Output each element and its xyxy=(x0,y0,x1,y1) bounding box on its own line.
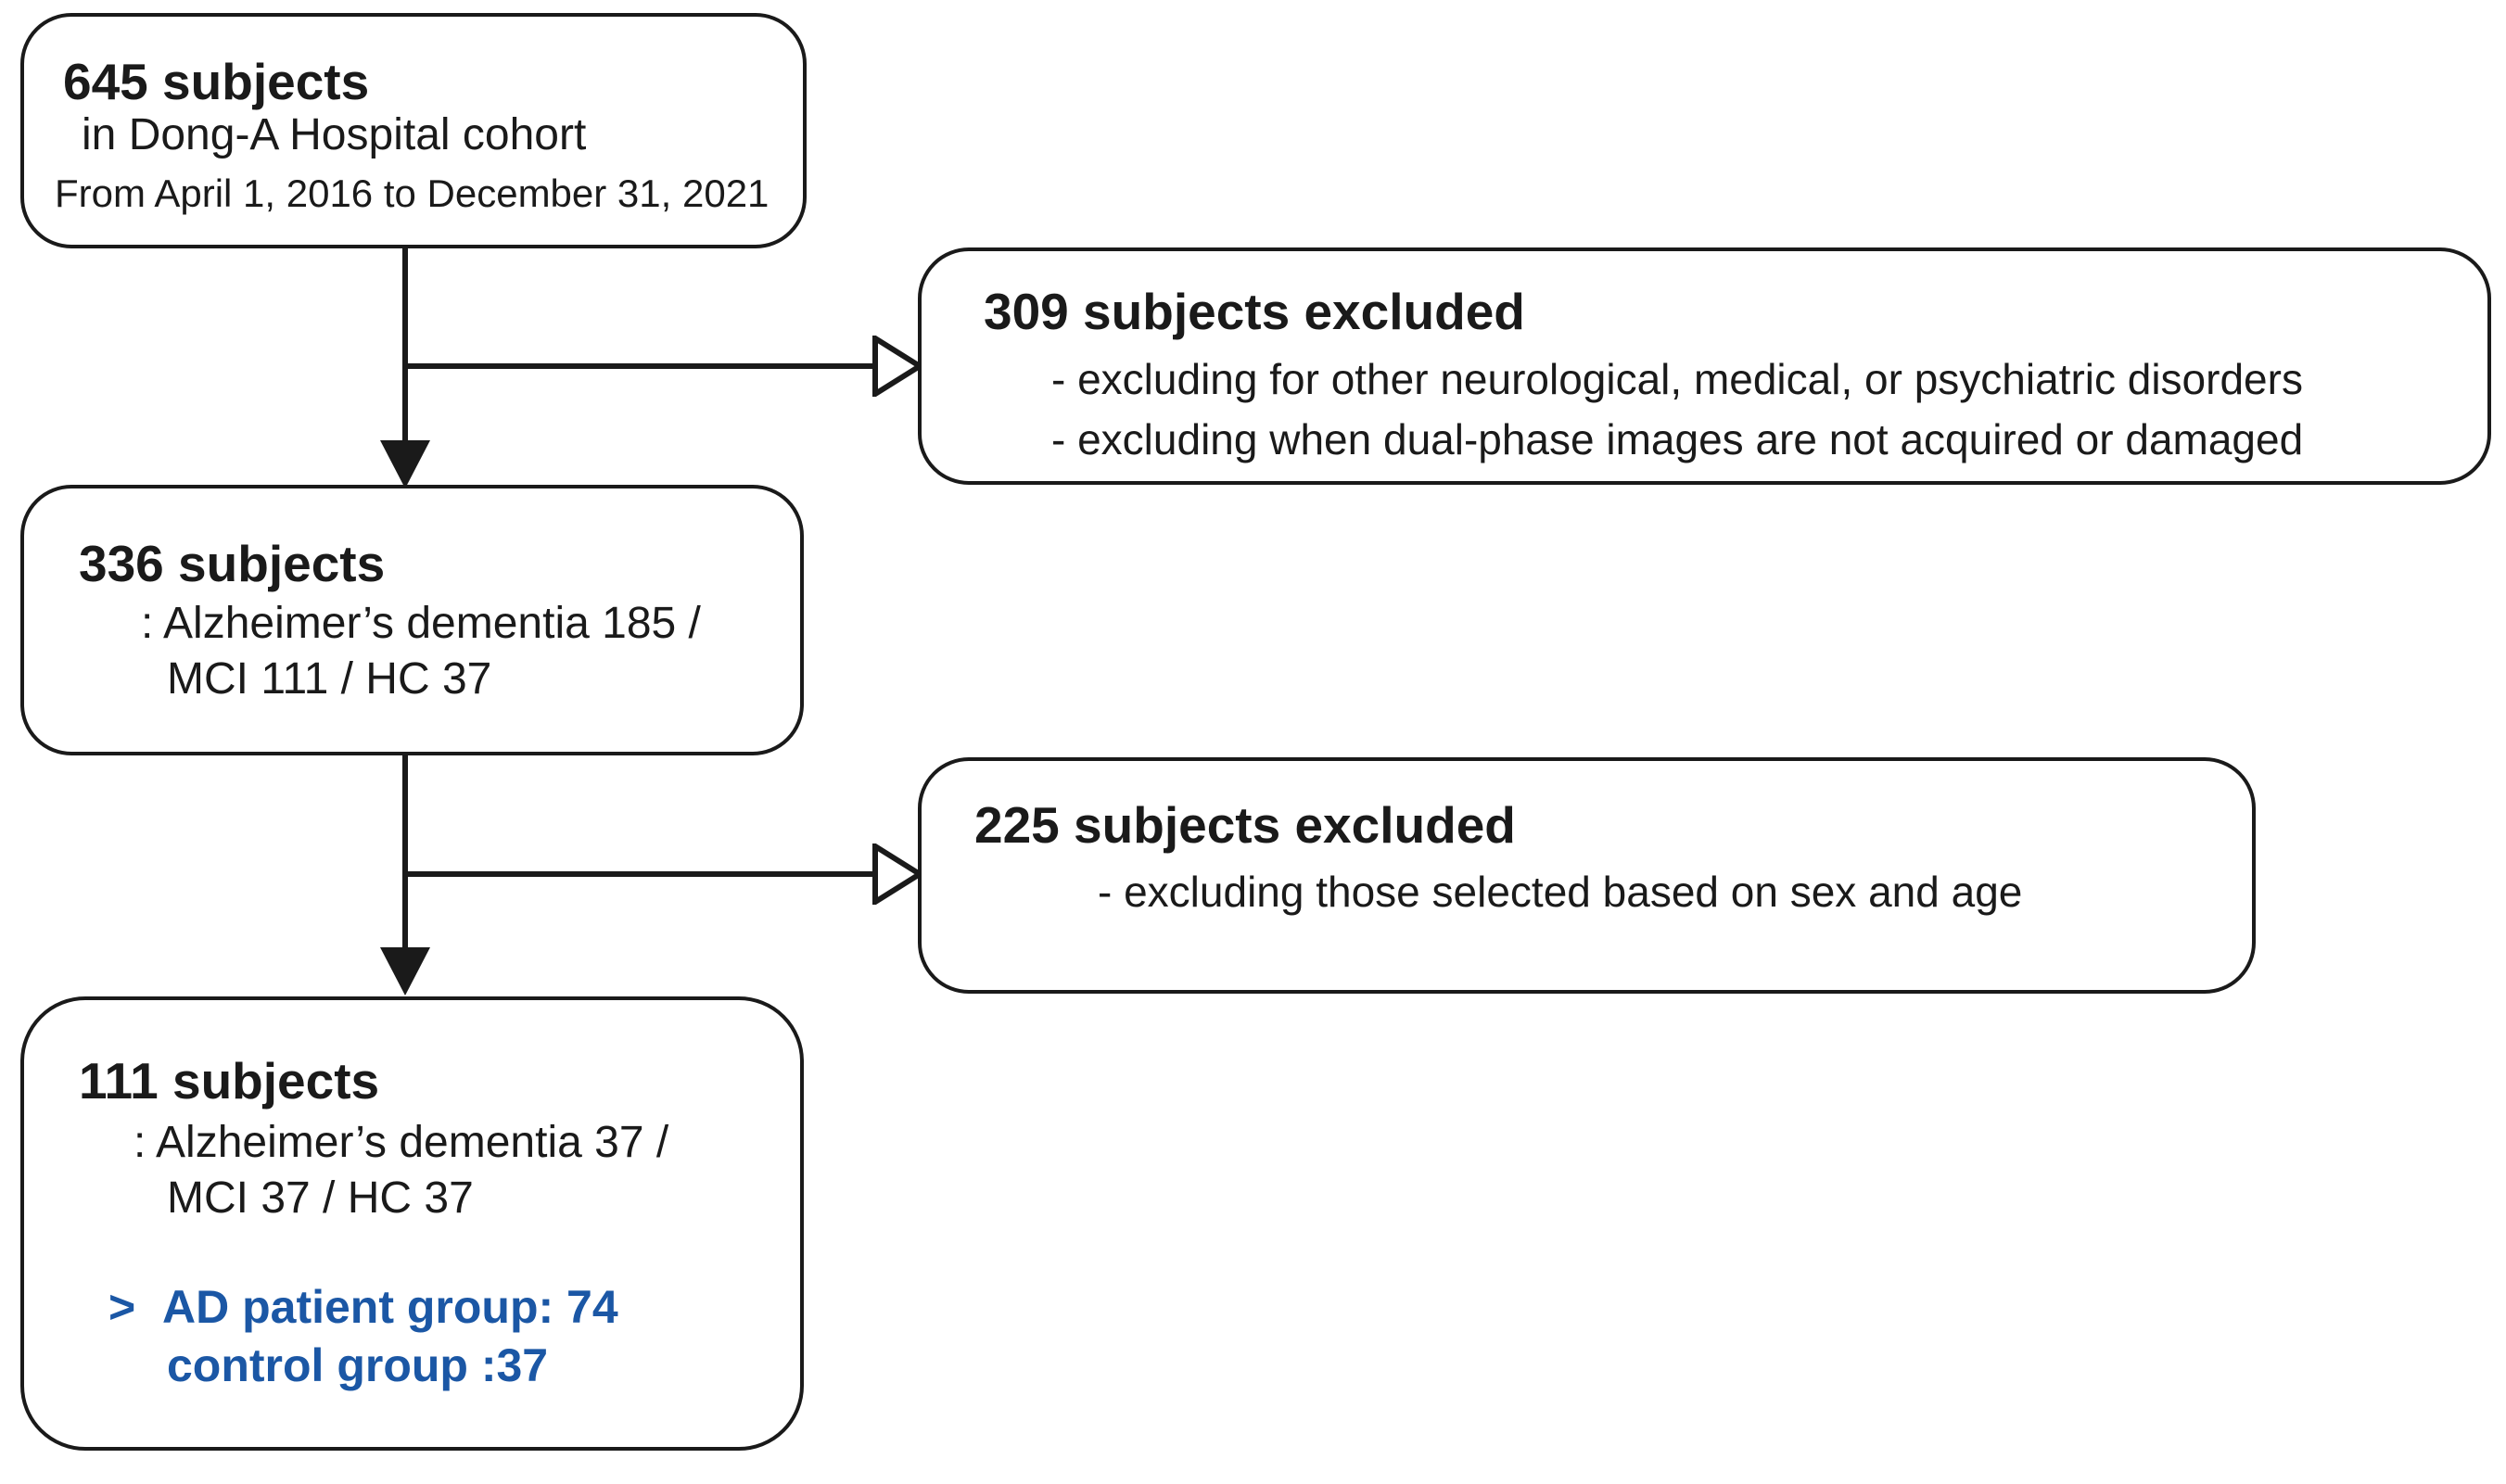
box-subjects-336: 336 subjects : Alzheimer’s dementia 185 … xyxy=(20,485,804,755)
subjects111-breakdown: : Alzheimer’s dementia 37 / xyxy=(134,1118,669,1167)
subjects336-breakdown: : Alzheimer’s dementia 185 / xyxy=(141,599,701,648)
connector-branch-to-excluded2-line xyxy=(402,871,877,877)
connector-cohort-to-336-line xyxy=(402,247,408,443)
group-marker-chevron: > xyxy=(108,1281,136,1333)
ad-patient-group-count: AD patient group: 74 xyxy=(162,1281,618,1333)
subjects111-title: 111 subjects xyxy=(79,1052,380,1110)
box-cohort-645: 645 subjects in Dong-A Hospital cohort F… xyxy=(20,13,807,248)
connector-branch-to-excluded1-line xyxy=(402,363,877,369)
excluded1-item: - excluding for other neurological, medi… xyxy=(1051,355,2303,403)
subjects336-title: 336 subjects xyxy=(79,535,386,592)
filled-arrowhead-down-icon xyxy=(380,947,430,996)
control-group-count: control group :37 xyxy=(167,1339,549,1391)
cohort-period: From April 1, 2016 to December 31, 2021 xyxy=(55,171,770,215)
cohort-title: 645 subjects xyxy=(63,53,370,110)
box-subjects-111: 111 subjects : Alzheimer’s dementia 37 /… xyxy=(20,996,804,1451)
subjects336-breakdown: MCI 111 / HC 37 xyxy=(167,654,492,704)
filled-arrowhead-down-icon xyxy=(380,440,430,488)
connector-336-to-111-line xyxy=(402,754,408,950)
excluded1-item: - excluding when dual-phase images are n… xyxy=(1051,415,2304,463)
cohort-subtitle: in Dong-A Hospital cohort xyxy=(82,110,587,159)
excluded2-title: 225 subjects excluded xyxy=(974,796,1516,854)
box-excluded-309: 309 subjects excluded - excluding for ot… xyxy=(918,247,2491,485)
box-excluded-225: 225 subjects excluded - excluding those … xyxy=(918,757,2256,994)
excluded2-item: - excluding those selected based on sex … xyxy=(1098,868,2023,916)
subjects111-breakdown: MCI 37 / HC 37 xyxy=(167,1173,474,1223)
open-arrowhead-right-icon xyxy=(872,336,924,397)
open-arrowhead-right-icon xyxy=(872,843,924,905)
excluded1-title: 309 subjects excluded xyxy=(984,283,1525,340)
